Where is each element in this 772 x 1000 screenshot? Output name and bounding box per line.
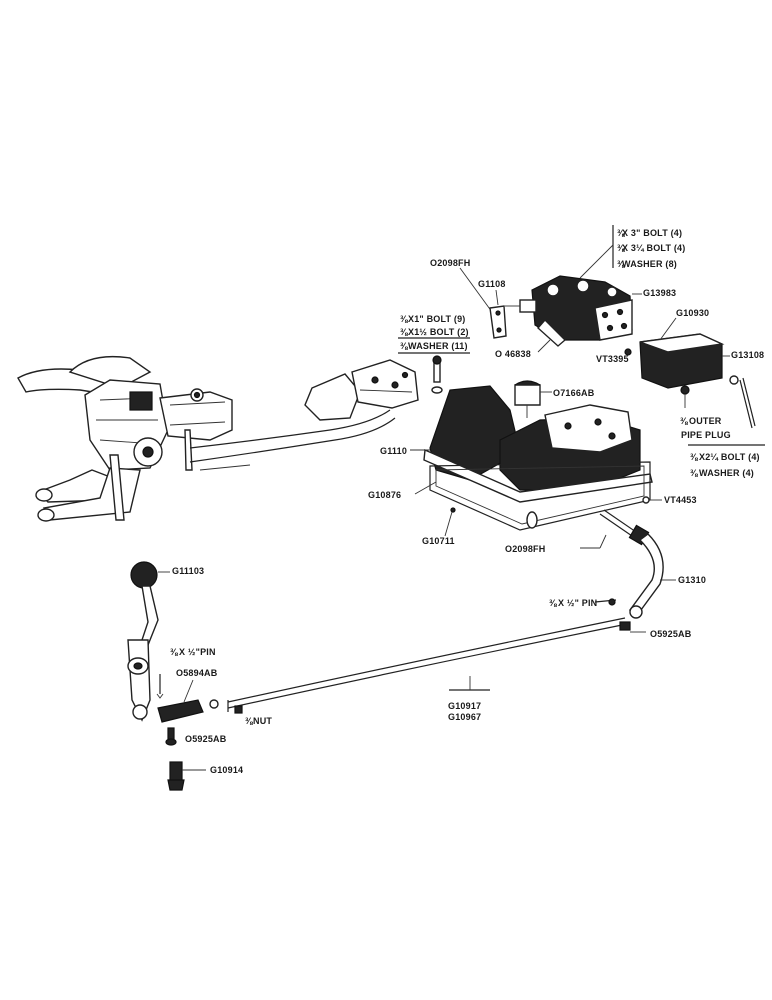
svg-text:⅜: ⅜ [245,716,253,726]
housing-g1110: G1110 [380,385,653,503]
bolt-callout-right: ⅜ X2¼ BOLT (4) ⅜ WASHER (4) [688,375,765,478]
top-bolt-callout: X 3" BOLT (4) X 3¼ BOLT (4) WASHER (8) ⅜… [579,225,685,279]
label-o5925ab-left: O5925AB [185,734,227,744]
link-g1108: O2098FH G1108 [430,258,507,339]
label-vt3395: VT3395 [596,354,629,364]
svg-text:⅜: ⅜ [549,598,557,608]
valve-body [505,275,633,347]
label-o2098fh-top: O2098FH [430,258,470,268]
control-rod-g10917: G10917 G10967 [227,617,628,722]
label-pin-left: X ½"PIN [179,647,216,657]
label-nut: NUT [253,716,272,726]
label-bolt-3in: X 3" BOLT (4) [622,228,682,238]
bolt-o5925ab-right: O5925AB [619,621,692,639]
label-o46838: O 46838 [495,349,531,359]
label-g10876: G10876 [368,490,401,500]
clevis-o5894ab: O5894AB [157,668,219,723]
svg-text:⅜: ⅜ [400,327,408,337]
label-bolt-2-25: X2¼ BOLT (4) [699,452,760,462]
svg-text:⅜: ⅜ [170,647,178,657]
svg-text:⅜: ⅜ [400,314,408,324]
label-g1108: G1108 [478,279,506,289]
label-o5925ab-right: O5925AB [650,629,692,639]
label-o7166ab: O7166AB [553,388,595,398]
svg-text:⅜: ⅜ [617,259,625,269]
bolt-o5925ab-left: O5925AB [165,727,227,746]
svg-text:⅜: ⅜ [400,341,408,351]
rod-g1310: G1310 [599,509,706,619]
svg-text:⅜: ⅜ [690,452,698,462]
label-g1110: G1110 [380,446,407,456]
label-g10930: G10930 [676,308,709,318]
label-g10967: G10967 [448,712,481,722]
label-washer-11: WASHER (11) [408,341,468,351]
label-pipe-plug: PIPE PLUG [681,430,731,440]
label-g11103: G11103 [172,566,204,576]
pin-top: ⅜ X ½" PIN [549,598,617,608]
label-g13983: G13983 [643,288,676,298]
label-bolt-3-25: X 3¼ BOLT (4) [622,243,685,253]
label-g1310: G1310 [678,575,706,585]
label-g10917: G10917 [448,701,481,711]
tractor-drawbar-assembly [17,355,419,522]
svg-text:⅜: ⅜ [690,468,698,478]
nut: ⅜ NUT [234,705,272,726]
label-washer-8: WASHER (8) [622,259,677,269]
pipe-plug: ⅜ OUTER PIPE PLUG [680,385,731,440]
label-pin-top: X ½" PIN [558,598,597,608]
label-vt4453: VT4453 [664,495,697,505]
gasket-g10876: G10876 [368,461,651,531]
label-g13108: G13108 [731,350,764,360]
stud-g10914: G10914 [167,761,243,791]
cover-g10930: G10930 G13108 [639,308,764,389]
filter-o7166ab: O7166AB [514,380,595,418]
label-washer-4: WASHER (4) [699,468,754,478]
pin-left: ⅜ X ½"PIN [156,647,216,699]
label-outer: OUTER [689,416,722,426]
lever-g11103: G11103 [127,561,204,722]
svg-text:⅜: ⅜ [680,416,688,426]
svg-text:⅜: ⅜ [617,243,625,253]
svg-text:⅜: ⅜ [617,228,625,238]
label-bolt-1-5: X1½ BOLT (2) [408,327,469,337]
label-o5894ab: O5894AB [176,668,218,678]
label-g10711: G10711 [422,536,455,546]
label-g10914: G10914 [210,765,243,775]
label-o2098fh-bottom: O2098FH [505,544,545,554]
label-bolt-1in: X1" BOLT (9) [408,314,466,324]
bolt-callout-left: X1" BOLT (9) X1½ BOLT (2) WASHER (11) ⅜ … [398,314,470,394]
